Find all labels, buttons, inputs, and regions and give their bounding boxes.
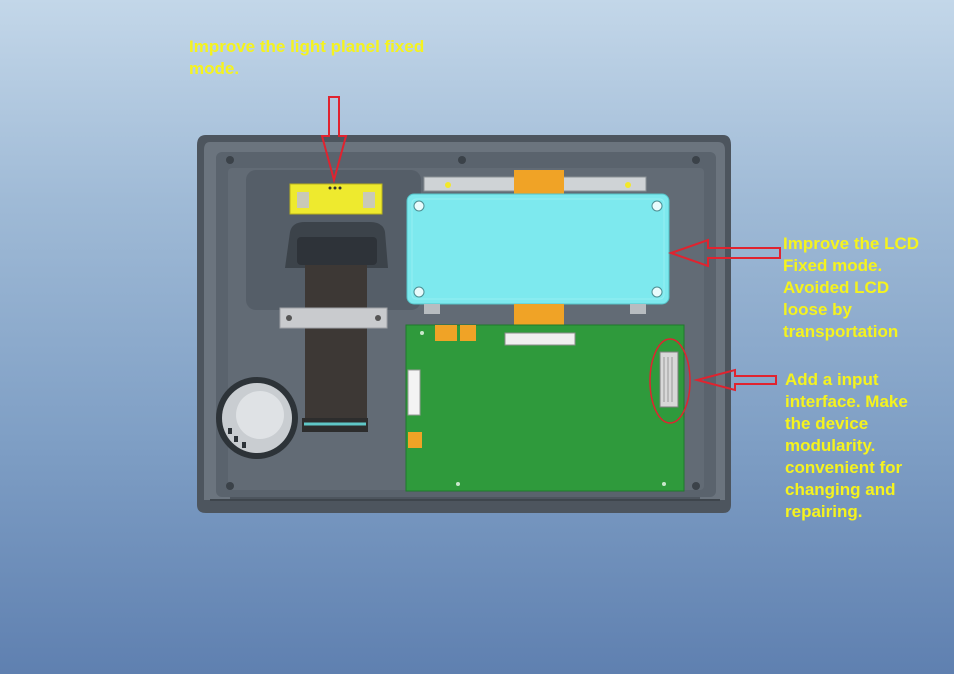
speaker <box>216 377 298 459</box>
lcd-bracket <box>423 170 647 194</box>
light-panel-board <box>289 183 383 215</box>
lcd-arrow <box>667 238 781 268</box>
input-highlight-ellipse <box>649 338 691 424</box>
main-pcb <box>405 324 685 492</box>
input-connector <box>659 351 679 408</box>
ribbon-cable <box>305 265 367 427</box>
input-interface-annotation: Add a input interface. Make the device m… <box>785 370 908 521</box>
light-panel-arrow <box>320 96 348 184</box>
sensor-assembly <box>279 222 388 432</box>
light-panel-annotation: Improve the light planel fixed mode. <box>189 37 425 78</box>
lcd-annotation: Improve the LCD Fixed mode. Avoided LCD … <box>783 234 920 341</box>
input-arrow <box>693 368 777 392</box>
